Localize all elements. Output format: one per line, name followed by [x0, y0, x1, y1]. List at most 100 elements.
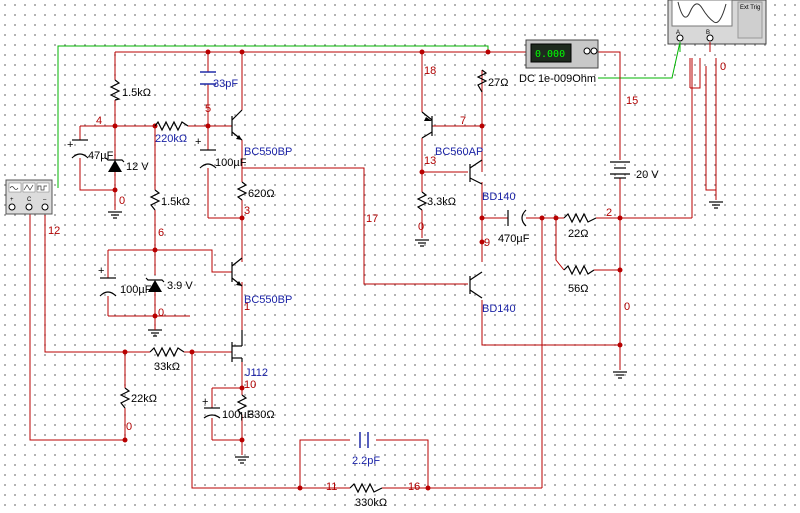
resistor-r620[interactable] [236, 181, 248, 201]
label-r33: 33kΩ [154, 361, 180, 373]
net-label: 11 [326, 481, 337, 493]
svg-text:+: + [10, 197, 14, 203]
capacitor-c22p[interactable] [359, 432, 369, 448]
transistor-j112[interactable] [231, 330, 243, 362]
junction-dots [112, 49, 623, 491]
net-label: 6 [158, 227, 164, 239]
net-label: 4 [96, 115, 102, 127]
label-q3: BC560AP [435, 146, 483, 158]
svg-text:+: + [202, 396, 208, 408]
label-q1: BC550BP [244, 146, 292, 158]
label-r22: 22Ω [568, 228, 588, 240]
net-label: 0 [418, 221, 424, 233]
transistor-q3[interactable] [421, 111, 433, 139]
label-r56: 56Ω [568, 283, 588, 295]
capacitor-c100b[interactable]: + [98, 265, 117, 297]
meter-texts: 0.000 DC 1e-009Ohm Ext Trig A B [519, 5, 760, 85]
meter-label: DC 1e-009Ohm [519, 73, 596, 85]
component-labels: 1.5kΩ 33pF 220kΩ 47µF 12 V BC550BP 100µF… [88, 77, 659, 509]
capacitor-c33[interactable] [200, 71, 216, 85]
label-q4: BD140 [482, 191, 516, 203]
label-c100b: 100µF [120, 284, 152, 296]
label-r33k3: 3.3kΩ [427, 196, 456, 208]
label-z39: 3.9 V [167, 280, 193, 292]
capacitor-c47[interactable]: + [67, 139, 89, 159]
label-r620: 620Ω [248, 188, 275, 200]
net-label: 10 [244, 379, 256, 391]
net-label: 13 [424, 155, 436, 167]
capacitor-c100a[interactable]: + [195, 136, 217, 169]
svg-text:C: C [27, 197, 32, 203]
resistor-r15b[interactable] [149, 189, 161, 211]
function-generator[interactable]: + C – [5, 179, 53, 215]
transistor-q5[interactable] [469, 271, 483, 299]
label-q2: BC550BP [244, 294, 292, 306]
zener-z39[interactable] [145, 277, 165, 292]
scope-ch-a: A [676, 30, 680, 36]
svg-text:+: + [98, 265, 104, 277]
net-label: 1 [244, 301, 250, 313]
resistor-r1[interactable] [109, 79, 121, 101]
resistor-r220[interactable] [154, 120, 189, 132]
oscilloscope[interactable] [667, 0, 767, 52]
label-j112: J112 [245, 367, 268, 379]
ground-symbols [108, 201, 723, 464]
net-label: 5 [205, 103, 211, 115]
net-label: 0 [720, 61, 726, 73]
net-label: 2 [606, 207, 612, 219]
resistor-r22[interactable] [563, 212, 597, 224]
meter-display: 0.000 [535, 49, 565, 60]
svg-text:+: + [67, 139, 73, 151]
net-label: 0 [119, 195, 125, 207]
label-c22p: 2.2pF [352, 455, 380, 467]
svg-text:+: + [195, 136, 201, 148]
battery-v20[interactable] [610, 161, 630, 179]
transistor-q1[interactable] [231, 109, 243, 141]
net-label: 17 [366, 213, 378, 225]
label-r1: 1.5kΩ [122, 87, 151, 99]
resistor-r33k3[interactable] [416, 191, 428, 211]
net-label: 3 [244, 205, 250, 217]
label-c470: 470µF [498, 233, 530, 245]
net-label: 15 [626, 95, 638, 107]
label-c100a: 100µF [215, 157, 247, 169]
label-r22k: 22kΩ [131, 393, 157, 405]
zener-z12[interactable] [105, 157, 125, 172]
net-label: 0 [624, 301, 630, 313]
scope-title: Ext Trig [740, 5, 760, 11]
svg-text:–: – [43, 197, 47, 203]
label-q5: BD140 [482, 303, 516, 315]
label-r330: 330Ω [248, 409, 275, 421]
net-label: 0 [126, 421, 132, 433]
wires [29, 41, 717, 489]
label-c33: 33pF [213, 78, 238, 90]
label-r15b: 1.5kΩ [161, 196, 190, 208]
scope-ch-b: B [706, 30, 710, 36]
capacitor-c100c[interactable]: + [202, 396, 221, 419]
transistor-q4[interactable] [469, 159, 483, 185]
net-labels: 18 5 4 7 13 15 0 3 17 0 2 12 6 9 0 1 0 1… [48, 61, 726, 493]
label-r330k: 330kΩ [355, 497, 387, 509]
resistor-r56[interactable] [563, 264, 595, 276]
net-label: 9 [484, 237, 490, 249]
label-c100c: 100µF [222, 409, 254, 421]
capacitor-c470[interactable] [507, 209, 527, 227]
net-label: 0 [158, 307, 164, 319]
net-label: 7 [460, 115, 466, 127]
transistor-q2[interactable] [231, 257, 243, 287]
resistor-r22k[interactable] [119, 387, 131, 409]
net-label: 16 [408, 481, 420, 493]
label-r220: 220kΩ [155, 133, 187, 145]
multimeter[interactable] [525, 39, 599, 69]
label-v20: 20 V [636, 169, 659, 181]
resistor-r33[interactable] [149, 346, 185, 358]
label-c47: 47µF [88, 150, 114, 162]
label-r27: 27Ω [488, 77, 508, 89]
resistor-r27[interactable] [476, 69, 488, 93]
net-label: 18 [424, 65, 436, 77]
net-label: 12 [48, 225, 60, 237]
resistor-r330[interactable] [236, 394, 248, 416]
resistor-r330k[interactable] [349, 482, 383, 494]
label-z12: 12 V [126, 161, 149, 173]
